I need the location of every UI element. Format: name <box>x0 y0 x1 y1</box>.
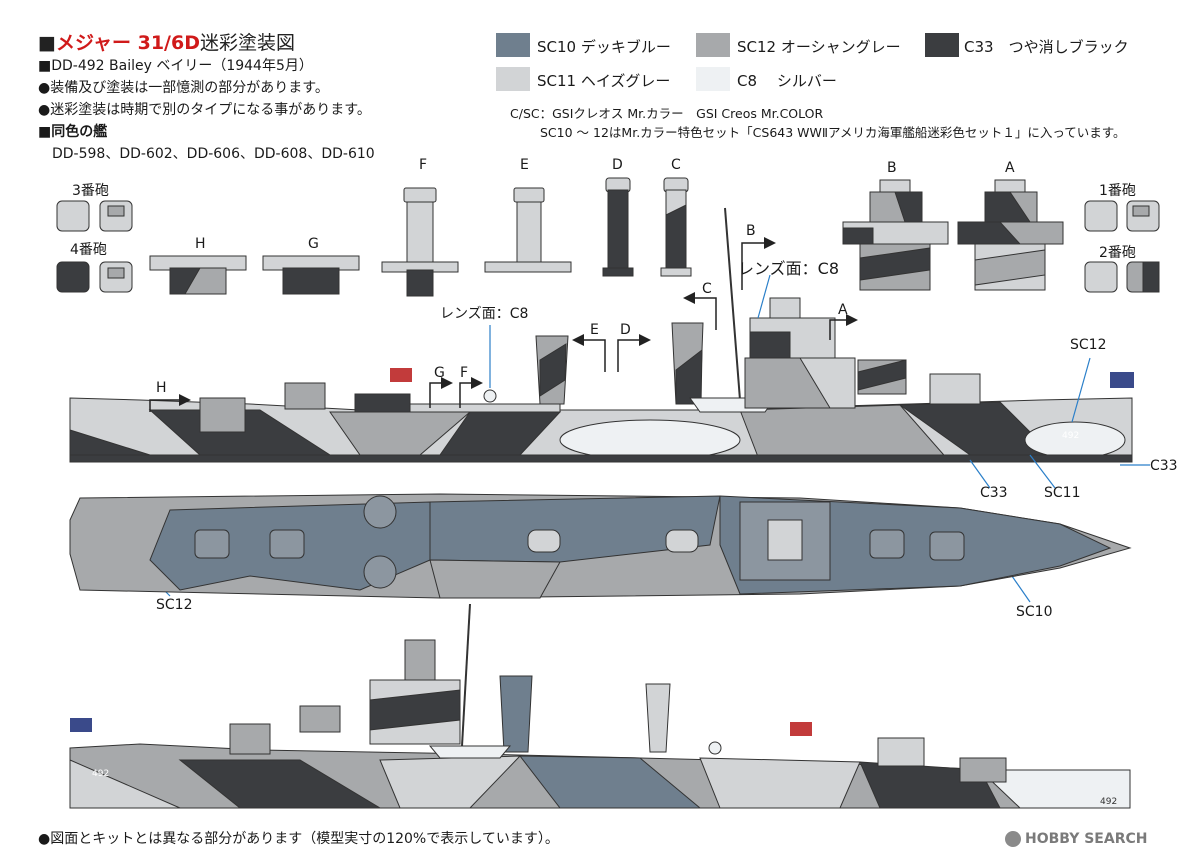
swatch-sc11 <box>496 67 530 91</box>
arrow-label-e: E <box>590 322 599 338</box>
gun-mount-1-views <box>1084 200 1160 232</box>
callout-lens-searchlight: レンズ面：C8 <box>440 306 529 322</box>
same-color-title: ■同色の艦 <box>38 124 108 140</box>
callout-c33-waterline: C33 <box>1150 458 1178 474</box>
side-view-upper <box>69 207 1134 463</box>
label-g: G <box>308 236 319 252</box>
paint-source: C/SC：GSIクレオス Mr.カラー GSI Creos Mr.COLOR <box>510 106 824 121</box>
label-e: E <box>520 157 529 173</box>
note-equipment: ●装備及び塗装は一部憶測の部分があります。 <box>38 80 329 96</box>
arrow-label-g: G <box>434 365 445 381</box>
arrow-label-c: C <box>702 281 712 297</box>
gun-mount-2-views <box>1084 261 1160 293</box>
section-g <box>262 255 360 295</box>
funnel-d <box>602 177 634 277</box>
arrow-label-d: D <box>620 322 631 338</box>
arrow-label-h: H <box>156 380 167 396</box>
label-d: D <box>612 157 623 173</box>
label-f: F <box>419 157 428 173</box>
hull-number-lower-bow: 492 <box>92 769 109 779</box>
hull-number-lower-stern: 492 <box>1100 797 1117 807</box>
swatch-sc12 <box>696 33 730 57</box>
legend-c33: C33 つや消しブラック <box>964 38 1129 56</box>
legend-sc11: SC11 ヘイズグレー <box>537 72 671 90</box>
section-f <box>381 187 459 297</box>
swatch-c8 <box>696 67 730 91</box>
legend-sc12: SC12 オーシャングレー <box>737 38 901 56</box>
label-gun2: 2番砲 <box>1099 245 1136 261</box>
arrow-label-f: F <box>460 365 469 381</box>
scheme-name: メジャー 31/6D <box>55 32 200 54</box>
callout-sc11-hull: SC11 <box>1044 485 1081 501</box>
title-suffix: 迷彩塗装図 <box>200 32 296 54</box>
page-title: ■メジャー 31/6D迷彩塗装図 <box>38 32 296 54</box>
same-color-ships: DD-598、DD-602、DD-606、DD-608、DD-610 <box>52 146 375 162</box>
label-c: C <box>671 157 681 173</box>
brand-watermark: HOBBY SEARCH <box>1005 831 1147 847</box>
callout-sc12-side: SC12 <box>1070 337 1107 353</box>
funnel-c <box>660 177 692 277</box>
label-h: H <box>195 236 206 252</box>
paint-set-note: SC10 ～ 12はMr.カラー特色セット「CS643 WWⅡアメリカ海軍艦船迷… <box>540 125 1126 140</box>
legend-c8: C8 シルバー <box>737 72 837 90</box>
bridge-section-b <box>842 179 949 291</box>
arrow-label-b: B <box>746 223 756 239</box>
callout-lens-bridge: レンズ面：C8 <box>738 259 840 278</box>
arrow-label-a: A <box>838 302 848 318</box>
swatch-sc10 <box>496 33 530 57</box>
label-gun3: 3番砲 <box>72 183 109 199</box>
label-gun1: 1番砲 <box>1099 183 1136 199</box>
callout-sc12-deck: SC12 <box>156 597 193 613</box>
callout-c33-hull: C33 <box>980 485 1008 501</box>
section-arrows <box>149 237 858 412</box>
label-b: B <box>887 160 897 176</box>
bridge-section-a <box>957 179 1064 291</box>
ship-line: ■DD-492 Bailey ベイリー（1944年5月） <box>38 58 313 74</box>
callout-sc10-deck: SC10 <box>1016 604 1053 620</box>
note-camo-period: ●迷彩塗装は時期で別のタイプになる事があります。 <box>38 102 371 118</box>
section-e <box>484 187 572 273</box>
side-view-lower <box>69 603 1131 809</box>
deck-plan-view <box>69 493 1132 599</box>
swatch-c33 <box>925 33 959 57</box>
footer-note: ●図面とキットとは異なる部分があります（模型実寸の120%で表示しています）。 <box>38 831 559 847</box>
gun-mount-3-views <box>56 200 133 232</box>
label-gun4: 4番砲 <box>70 242 107 258</box>
legend-sc10: SC10 デッキブルー <box>537 38 671 56</box>
section-h <box>149 255 247 295</box>
brand-logo-icon <box>1005 831 1021 847</box>
label-a: A <box>1005 160 1015 176</box>
gun-mount-4-views <box>56 261 133 293</box>
hull-number-upper: 492 <box>1062 431 1079 441</box>
